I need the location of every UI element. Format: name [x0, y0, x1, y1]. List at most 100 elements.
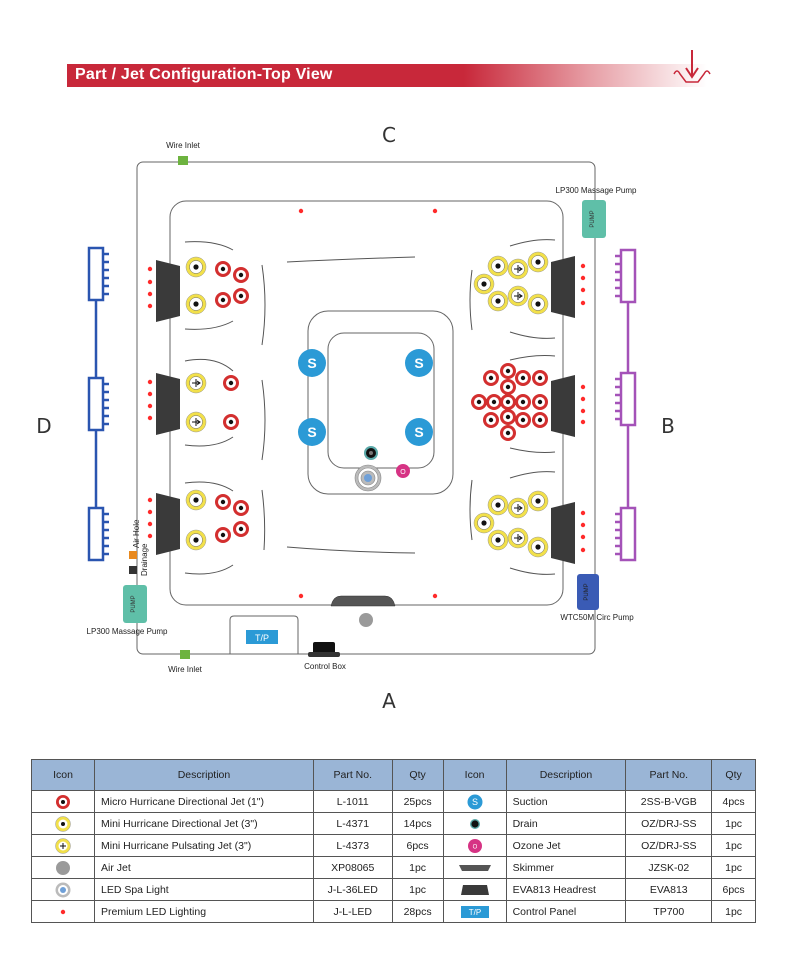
col-header: Qty [711, 759, 756, 791]
icon-cell [31, 878, 95, 901]
qty-cell: 6pcs [711, 878, 756, 901]
micro-hurricane-jet-icon [233, 267, 249, 283]
col-header: Qty [391, 759, 444, 791]
massage-pump-top-label: LP300 Massage Pump [556, 186, 637, 195]
mini-hurricane-jet-icon [527, 536, 549, 558]
desc-cell: Premium LED Lighting [94, 900, 314, 923]
led-light-icon [580, 275, 586, 281]
led-light-icon [580, 396, 586, 402]
qty-cell: 1pc [711, 856, 756, 879]
col-header: Description [505, 759, 627, 791]
col-header: Icon [442, 759, 507, 791]
svg-text:O: O [472, 844, 477, 850]
air-jet-icon [359, 613, 373, 627]
led-lighting-icon [60, 909, 66, 914]
part-no-cell: OZ/DRJ-SS [625, 812, 713, 835]
headrest-icon [156, 373, 180, 435]
headrests [156, 256, 575, 564]
qty-cell: 1pc [391, 856, 444, 879]
part-no-cell: TP700 [625, 900, 713, 923]
led-light-icon [580, 534, 586, 540]
mini-hurricane-jet-icon [185, 529, 207, 551]
icon-cell [31, 790, 95, 813]
control-panel-icon: T/P [460, 905, 489, 918]
side-label-top: C [382, 123, 396, 147]
micro-hurricane-jet-icon [56, 794, 70, 809]
massage-pump-bottom-label: LP300 Massage Pump [87, 627, 168, 636]
mini-hurricane-jet-icon [527, 251, 549, 273]
micro-hurricane-jet-icon [532, 412, 548, 428]
drainage-label: Drainage [140, 543, 149, 576]
micro-hurricane-jet-icon [223, 375, 239, 391]
suction-icon: S [405, 418, 433, 446]
side-label-bottom: A [382, 689, 396, 713]
micro-hurricane-jet-icon [515, 370, 531, 386]
icon-cell: T/P [442, 900, 507, 923]
led-light-icon [298, 208, 304, 214]
qty-cell: 6pcs [391, 834, 444, 857]
micro-hurricane-jet-icon [532, 394, 548, 410]
headrest-icon [156, 260, 180, 322]
micro-hurricane-jet-icon [215, 494, 231, 510]
desc-cell: Ozone Jet [505, 834, 627, 857]
mini-hurricane-jet-icon [185, 256, 207, 278]
svg-text:PUMP: PUMP [584, 583, 590, 600]
qty-cell: 1pc [711, 812, 756, 835]
seat-contours [184, 239, 556, 575]
led-light-icon [147, 521, 153, 527]
pulsating-jet-icon [185, 372, 207, 394]
footwell-outer [307, 310, 454, 495]
micro-hurricane-jet-icon [233, 521, 249, 537]
icon-cell [442, 878, 507, 901]
led-light-icon [147, 509, 153, 515]
parts-table: Icon Description Part No. Qty Icon Descr… [31, 759, 756, 923]
led-light-icon [432, 593, 438, 599]
desc-cell: Drain [505, 812, 627, 835]
mini-hurricane-jet-icon [527, 293, 549, 315]
led-light-icon [580, 547, 586, 553]
icon-cell [31, 900, 95, 923]
desc-cell: Air Jet [94, 856, 314, 879]
led-light-icon [580, 510, 586, 516]
micro-hurricane-jet-icon [471, 394, 487, 410]
led-spa-light-icon [55, 882, 71, 897]
control-panel-icon [246, 630, 278, 644]
icon-cell [442, 812, 507, 835]
mini-hurricane-jet-icon [487, 290, 509, 312]
headrest-icon [551, 256, 575, 318]
pulsating-jet-icon [507, 285, 529, 307]
icon-cell [442, 856, 507, 879]
led-light-icon [298, 593, 304, 599]
mini-hurricane-jet-icon [185, 489, 207, 511]
qty-cell: 1pc [711, 834, 756, 857]
micro-hurricane-jet-icon [483, 412, 499, 428]
desc-cell: Control Panel [505, 900, 627, 923]
qty-cell: 14pcs [391, 812, 444, 835]
col-header: Icon [31, 759, 95, 791]
led-light-icon [432, 208, 438, 214]
wire-inlet-top-label: Wire Inlet [166, 141, 201, 150]
skimmer-icon [458, 864, 491, 871]
part-no-cell: L-4373 [312, 834, 393, 857]
ozone-jet-icon: O [396, 464, 410, 478]
pulsating-jet-icon [507, 258, 529, 280]
micro-hurricane-jet-icon [233, 288, 249, 304]
col-header: Part No. [625, 759, 713, 791]
micro-hurricane-jet-icon [500, 379, 516, 395]
micro-hurricane-jet-icon [500, 363, 516, 379]
led-light-icon [580, 287, 586, 293]
qty-cell: 1pc [711, 900, 756, 923]
headrest-icon [551, 375, 575, 437]
part-no-cell: J-L-LED [312, 900, 393, 923]
micro-hurricane-jet-icon [483, 370, 499, 386]
led-light-icon [580, 419, 586, 425]
wire-inlet-top-icon [178, 156, 188, 165]
led-light-icon [147, 291, 153, 297]
svg-text:PUMP: PUMP [590, 210, 596, 227]
headrest-icon [460, 884, 489, 895]
led-light-icon [147, 303, 153, 309]
circ-pump-icon [577, 574, 599, 610]
mini-hurricane-jet-icon [487, 494, 509, 516]
